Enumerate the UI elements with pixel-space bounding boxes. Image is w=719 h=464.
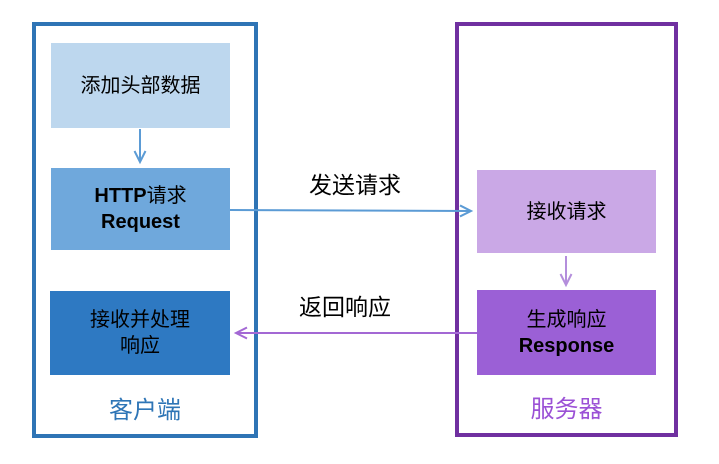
- client-container: [32, 22, 258, 438]
- receive-process-line1: 接收并处理: [90, 309, 190, 331]
- http-request-box: HTTP请求 Request: [51, 168, 230, 250]
- http-request-line2: Request: [101, 211, 180, 233]
- receive-process-line2: 响应: [120, 335, 160, 357]
- receive-process-box: 接收并处理 响应: [50, 291, 230, 375]
- http-request-latin: HTTP: [94, 185, 147, 207]
- generate-response-line2: Response: [518, 334, 615, 357]
- http-request-zh: 请求: [146, 185, 187, 207]
- generate-response-line1: 生成响应: [526, 308, 607, 331]
- add-header-box: 添加头部数据: [51, 43, 230, 128]
- return-response-label: 返回响应: [299, 294, 391, 320]
- add-header-text: 添加头部数据: [80, 74, 201, 97]
- generate-response-box: 生成响应 Response: [477, 290, 656, 375]
- server-label: 服务器: [530, 396, 603, 423]
- arrow-send-request: [229, 204, 474, 218]
- http-request-line1: HTTP请求: [94, 183, 186, 209]
- server-container: [455, 22, 678, 437]
- client-label: 客户端: [109, 397, 181, 424]
- receive-request-text: 接收请求: [526, 200, 607, 223]
- receive-request-box: 接收请求: [477, 170, 656, 253]
- send-request-label: 发送请求: [309, 172, 401, 198]
